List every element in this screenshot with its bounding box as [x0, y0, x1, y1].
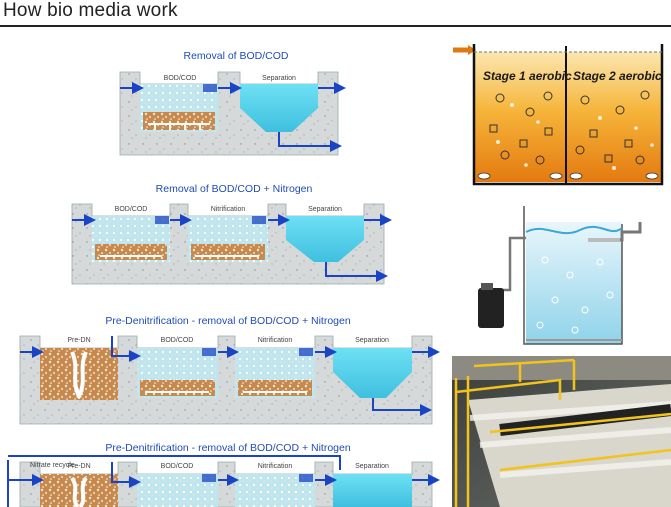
- zone-label: Separation: [355, 337, 389, 344]
- blower-icon: [478, 288, 504, 328]
- diagram-title: Removal of BOD/COD: [183, 50, 288, 62]
- tank-wall: [472, 44, 664, 186]
- zone-label: Nitrate recycle: [30, 462, 75, 469]
- bio-media-bed: [143, 112, 215, 130]
- tank-body: [526, 222, 622, 344]
- media-sieve: [203, 84, 217, 92]
- zone-label: Separation: [262, 75, 296, 82]
- diagram-pre-dn-recycle: Pre-Denitrification - removal of BOD/COD…: [7, 442, 440, 507]
- diagram-title: Pre-Denitrification - removal of BOD/COD…: [105, 315, 351, 327]
- two-stage-tank-illustration: Stage 1 aerobic Stage 2 aerobic: [453, 44, 664, 186]
- walkway-railing: [489, 412, 671, 472]
- media-sieve: [202, 474, 216, 482]
- zone-label: BOD/COD: [115, 206, 148, 213]
- media-carriers: [536, 256, 614, 334]
- sludge-arrow: [372, 398, 432, 416]
- diagram-pre-dn: Pre-Denitrification - removal of BOD/COD…: [19, 315, 440, 425]
- media-sieve: [155, 216, 169, 224]
- stage1-label: Stage 1 aerobic: [483, 69, 572, 83]
- pipe-header: [499, 404, 671, 436]
- media-sieve: [252, 216, 266, 224]
- bio-media-bed: [95, 244, 167, 260]
- title-divider: [0, 25, 671, 27]
- diffuser-grid: [148, 123, 210, 130]
- bio-media-bed: [191, 244, 265, 260]
- page-title: How bio media work: [3, 0, 178, 21]
- stage2-label: Stage 2 aerobic: [573, 69, 662, 83]
- sieve-tank-illustration: [478, 206, 642, 345]
- diagram-bod-cod-nitrogen: Removal of BOD/COD + Nitrogen BOD/COD Ni…: [71, 183, 392, 285]
- bio-media-bed: [140, 380, 215, 396]
- zone-label: Nitrification: [211, 206, 246, 213]
- mixer-swirl: [70, 476, 88, 507]
- separation-zone: [333, 474, 412, 507]
- separation-zone: [286, 216, 364, 262]
- zone-label: BOD/COD: [164, 75, 197, 82]
- flow-arrow: [111, 336, 141, 362]
- zone-label: BOD/COD: [161, 463, 194, 470]
- diagram-title: Pre-Denitrification - removal of BOD/COD…: [105, 442, 351, 454]
- zone-label: Nitrification: [258, 337, 293, 344]
- diagram-title: Removal of BOD/COD + Nitrogen: [156, 183, 313, 195]
- zone-label: Separation: [308, 206, 342, 213]
- foam-streaks: [469, 401, 671, 478]
- air-bubbles: [496, 103, 654, 170]
- sludge-arrow: [278, 132, 342, 152]
- media-sieve: [202, 348, 216, 356]
- diffusers: [477, 172, 659, 180]
- media-sieve: [299, 348, 313, 356]
- mixer-swirl: [70, 351, 88, 399]
- separation-zone: [333, 348, 412, 398]
- air-pipe: [500, 236, 526, 292]
- zone-label: Separation: [355, 463, 389, 470]
- zone-label: BOD/COD: [161, 337, 194, 344]
- sludge-arrow: [325, 262, 388, 282]
- media-carriers: [489, 90, 650, 165]
- bio-media-bed: [238, 380, 312, 396]
- blower-cap: [481, 283, 493, 290]
- tank-wall: [523, 206, 623, 345]
- tank-body: [474, 52, 662, 182]
- media-sieve: [299, 474, 313, 482]
- pre-dn-zone: [40, 474, 118, 507]
- yellow-railing: [454, 358, 576, 507]
- installation-photo: [452, 356, 671, 507]
- inlet-arrow-head: [468, 45, 476, 55]
- zone-label: Nitrification: [258, 463, 293, 470]
- outlet-sieve: [588, 238, 620, 242]
- flow-arrow: [111, 462, 141, 488]
- water-surface: [525, 225, 623, 235]
- separation-zone: [240, 84, 318, 132]
- diagram-bod-cod: Removal of BOD/COD BOD/COD Separation: [119, 50, 346, 156]
- recycle-line: [8, 455, 341, 470]
- zone-label: Pre-DN: [67, 337, 90, 344]
- zone-label: Pre-DN: [67, 463, 90, 470]
